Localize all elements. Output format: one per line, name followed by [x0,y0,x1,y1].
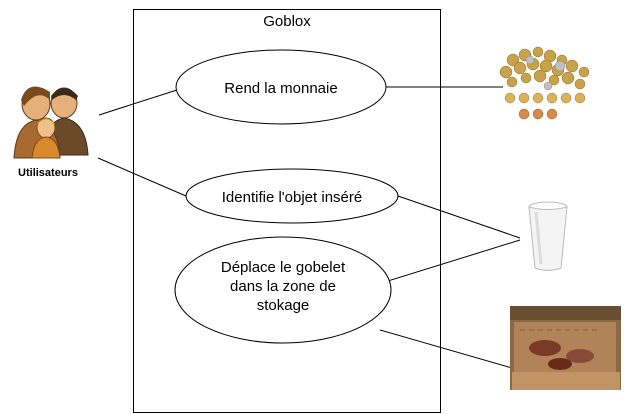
association-deplace-gobelet-cup [374,239,521,286]
use-case-identifie-objet[interactable]: Identifie l'objet inséré [185,168,399,224]
use-case-deplace-gobelet[interactable]: Déplace le gobelet dans la zone de stoka… [174,236,392,344]
use-case-ellipse [175,49,387,125]
use-case-label: Identifie l'objet inséré [222,189,362,206]
associations [97,86,521,369]
use-case-label-line-1: Déplace le gobelet [221,259,346,276]
use-case-ellipse [174,236,392,344]
users-icon [13,86,89,159]
use-case-ellipse [185,168,399,224]
paper-cup-icon [528,201,568,271]
coins-icon [499,46,590,120]
association-actor-identifie-objet [97,157,187,197]
use-case-label-line-3: stokage [257,297,310,314]
actor-label: Utilisateurs [18,167,78,179]
use-case-rend-monnaie[interactable]: Rend la monnaie [175,49,387,125]
actor-utilisateurs[interactable]: Utilisateurs [13,86,89,179]
association-actor-rend-monnaie [98,89,178,116]
use-case-label-line-2: dans la zone de [230,278,336,295]
association-identifie-objet-cup [397,195,521,239]
use-case-label: Rend la monnaie [224,80,337,97]
system-title: Goblox [263,13,311,30]
association-deplace-gobelet-box [379,329,513,369]
cardboard-box-icon [510,306,621,390]
